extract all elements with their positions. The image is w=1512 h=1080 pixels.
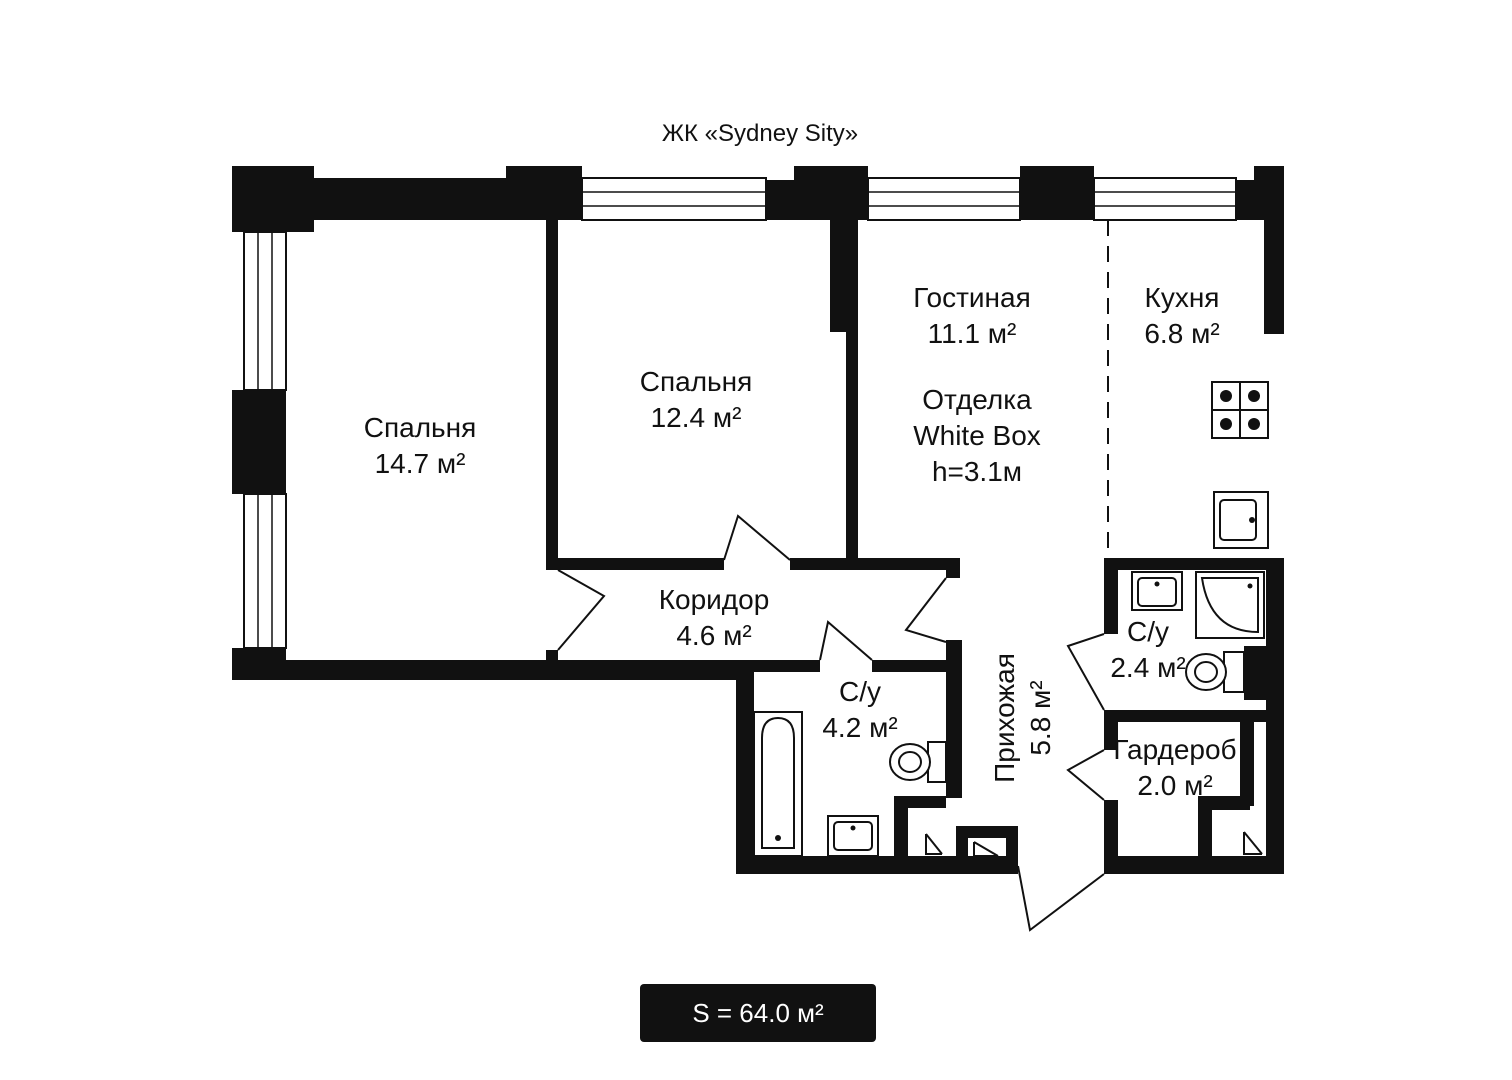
sink-icon <box>827 815 879 857</box>
room-name: Спальня <box>639 366 753 397</box>
room-label-kitchen: Кухня 6.8 м² <box>1092 280 1272 352</box>
door-swing-icon <box>904 577 947 643</box>
total-area-badge: S = 64.0 м² <box>640 984 876 1042</box>
room-name: Коридор <box>658 584 770 615</box>
room-label-living: Гостиная 11.1 м² <box>872 280 1072 352</box>
room-area: 11.1 м² <box>927 318 1017 349</box>
room-name: Кухня <box>1144 282 1220 313</box>
room-label-corridor: Коридор 4.6 м² <box>614 582 814 654</box>
toilet-icon <box>889 741 947 783</box>
finish-note: Отделка White Box h=3.1м <box>862 382 1092 490</box>
interior-walls <box>546 218 1284 866</box>
room-label-bedroom-large: Спальня 14.7 м² <box>320 410 520 482</box>
shaft-icon <box>925 831 1263 857</box>
window-icon <box>867 177 1021 221</box>
bathtub-icon <box>753 711 803 857</box>
window-icon <box>1093 177 1237 221</box>
room-label-bathroom-small: С/у 2.4 м² <box>1088 614 1208 686</box>
room-name: Прихожая <box>989 653 1020 783</box>
room-area: 5.8 м² <box>1025 680 1056 756</box>
door-swing-icon <box>1017 865 1105 932</box>
stove-icon <box>1211 381 1269 439</box>
room-label-bathroom-main: С/у 4.2 м² <box>800 674 920 746</box>
door-swing-icon <box>557 569 606 651</box>
complex-title: ЖК «Sydney Sity» <box>661 120 859 147</box>
door-swing-icon <box>1066 749 1105 801</box>
room-area: 14.7 м² <box>374 448 466 479</box>
room-area: 4.6 м² <box>676 620 752 651</box>
door-swing-icon <box>819 620 873 661</box>
sink-icon <box>1131 571 1183 611</box>
room-name: С/у <box>839 676 881 707</box>
room-area: 2.4 м² <box>1110 652 1186 683</box>
room-label-bedroom-small: Спальня 12.4 м² <box>596 364 796 436</box>
room-area: 4.2 м² <box>822 712 898 743</box>
room-name: С/у <box>1127 616 1169 647</box>
windows <box>243 177 1237 649</box>
room-label-wardrobe: Гардероб 2.0 м² <box>1090 732 1260 804</box>
window-icon <box>243 493 287 649</box>
doors <box>557 514 1105 932</box>
room-area: 6.8 м² <box>1144 318 1220 349</box>
room-name: Гостиная <box>913 282 1031 313</box>
window-icon <box>581 177 767 221</box>
finish-line-3: h=3.1м <box>931 456 1023 487</box>
room-area: 2.0 м² <box>1137 770 1213 801</box>
room-area: 12.4 м² <box>650 402 742 433</box>
finish-line-2: White Box <box>913 420 1041 451</box>
door-swing-icon <box>1066 633 1105 711</box>
toilet-icon <box>1185 651 1245 693</box>
finish-line-1: Отделка <box>922 384 1032 415</box>
room-name: Гардероб <box>1113 734 1237 765</box>
sink-icon <box>1213 491 1269 549</box>
room-label-hallway: Прихожая 5.8 м² <box>987 643 1063 793</box>
window-icon <box>243 231 287 391</box>
room-name: Спальня <box>363 412 477 443</box>
door-swing-icon <box>723 514 791 561</box>
shower-icon <box>1195 571 1265 639</box>
